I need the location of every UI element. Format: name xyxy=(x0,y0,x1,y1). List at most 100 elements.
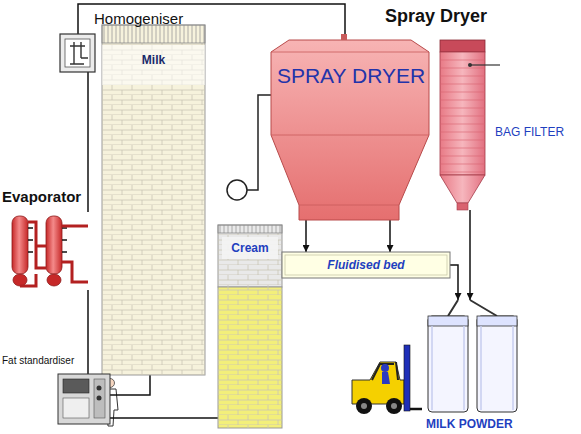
evaporator-drawing-part xyxy=(20,222,88,286)
fan xyxy=(227,95,272,200)
evaporator-drawing-part xyxy=(28,251,33,253)
fat-standardiser-drawing-part xyxy=(97,396,102,401)
bag-filter: BAG FILTER xyxy=(440,40,485,210)
forklift-part xyxy=(391,403,397,409)
bag-filter-shape xyxy=(440,40,485,210)
equipment-label: Fat standardiser xyxy=(2,355,74,367)
bag-filter-drawing xyxy=(440,40,500,210)
pipe xyxy=(110,375,150,395)
evaporator-drawing-part xyxy=(36,245,46,248)
milk-powder-bags: MILK POWDER xyxy=(420,300,525,415)
spray-dryer-drawing-part xyxy=(271,52,429,205)
cream-tank-drawing-part xyxy=(218,225,282,233)
pipe xyxy=(87,290,89,374)
pipe xyxy=(389,220,391,252)
equipment-name: SPRAY DRYER xyxy=(277,64,425,88)
bag-filter-drawing-part xyxy=(470,64,500,65)
bag-filter-drawing-part xyxy=(440,164,485,165)
homogeniser-drawing-part xyxy=(65,39,90,67)
milk-powder-bags-drawing-part xyxy=(477,316,517,412)
homogeniser-drawing xyxy=(60,34,95,72)
milk-powder-bags-drawing-part xyxy=(428,316,468,326)
forklift-part xyxy=(352,362,404,404)
equipment-name: Cream xyxy=(231,241,268,255)
evaporator-drawing-part xyxy=(28,227,33,229)
cream-tank-drawing-part xyxy=(218,233,282,428)
evaporator-drawing-part xyxy=(46,216,62,274)
homogeniser-drawing-part xyxy=(70,42,88,64)
forklift-part xyxy=(404,345,410,411)
fat-standardiser: Fat standardiser xyxy=(58,374,110,424)
homogeniser-shape xyxy=(60,34,95,72)
bag-filter-drawing-part xyxy=(440,52,485,175)
fat-standardiser-drawing-part xyxy=(97,386,102,391)
forklift-part xyxy=(396,362,398,380)
fat-standardiser-shape xyxy=(58,374,110,424)
evaporator-drawing-part xyxy=(47,274,61,286)
forklift xyxy=(352,345,422,414)
bag-filter-drawing-part xyxy=(440,100,485,101)
evaporator-drawing-part xyxy=(28,239,33,241)
bag-filter-drawing-part xyxy=(440,124,485,125)
forklift-part xyxy=(386,398,402,414)
equipment-name: Milk xyxy=(142,53,165,67)
fluidised-bed-drawing-part xyxy=(282,252,450,278)
milk-powder-bags-drawing-part xyxy=(448,300,497,316)
bag-filter-drawing-part xyxy=(440,175,485,203)
fat-standardiser-drawing-part xyxy=(63,379,89,393)
fat-standardiser-drawing-part xyxy=(58,374,110,424)
spray-dryer-drawing-part xyxy=(271,40,429,220)
milk-powder-bags-drawing xyxy=(428,300,517,412)
bag-filter-drawing-part xyxy=(440,116,485,117)
equipment-name: Fluidised bed xyxy=(327,252,404,278)
fluidised-bed: Fluidised bed xyxy=(282,252,450,278)
fat-standardiser-drawing xyxy=(58,374,110,424)
evaporator-drawing-part xyxy=(13,274,27,286)
pipe xyxy=(110,417,218,419)
bag-filter-drawing-part xyxy=(440,84,485,85)
equipment-label: Homogeniser xyxy=(94,10,183,27)
fat-standardiser-drawing-part xyxy=(94,379,105,418)
evaporator-shape xyxy=(6,212,92,290)
evaporator: Evaporator xyxy=(6,212,92,290)
spray-dryer: SPRAY DRYER xyxy=(271,40,432,220)
bag-filter-drawing-part xyxy=(440,148,485,149)
evaporator-drawing-part xyxy=(12,216,28,274)
forklift-part xyxy=(356,398,372,414)
bag-filter-drawing-part xyxy=(440,60,485,61)
cream-tank-shape xyxy=(218,225,282,428)
fluidised-bed-drawing xyxy=(282,252,450,278)
milk-powder-bags-drawing-part xyxy=(477,316,517,326)
forklift-part xyxy=(382,372,390,384)
cream-tank-drawing xyxy=(218,225,282,428)
fan-part xyxy=(247,95,272,190)
equipment-label: BAG FILTER xyxy=(495,125,564,139)
evaporator-drawing-part xyxy=(62,251,67,253)
pipe xyxy=(450,265,458,300)
pipe xyxy=(469,210,471,300)
milk-silo-shape xyxy=(102,25,205,375)
bag-filter-drawing-part xyxy=(440,40,485,52)
equipment-label: Evaporator xyxy=(2,188,81,205)
bag-filter-drawing-part xyxy=(440,108,485,109)
bag-filter-drawing-part xyxy=(468,63,472,67)
forklift-part xyxy=(410,408,422,411)
forklift-part xyxy=(381,364,389,372)
milk-silo-drawing-part xyxy=(102,25,205,43)
pipe xyxy=(87,72,89,212)
equipment-label: MILK POWDER xyxy=(426,417,513,431)
evaporator-drawing-part xyxy=(62,239,67,241)
bag-filter-drawing-part xyxy=(457,203,468,210)
milk-silo-drawing xyxy=(102,25,205,375)
homogeniser-drawing-part xyxy=(60,34,95,72)
pipe xyxy=(305,220,307,252)
milk-silo-drawing-part xyxy=(102,43,205,375)
bag-filter-drawing-part xyxy=(440,92,485,93)
bag-filter-drawing-part xyxy=(440,140,485,141)
spray-dryer-drawing-part xyxy=(341,34,347,40)
fan-part xyxy=(227,180,247,200)
bag-filter-drawing-part xyxy=(440,76,485,77)
bag-filter-drawing-part xyxy=(440,172,485,173)
bag-filter-drawing-part xyxy=(440,68,485,69)
forklift-part xyxy=(361,403,367,409)
